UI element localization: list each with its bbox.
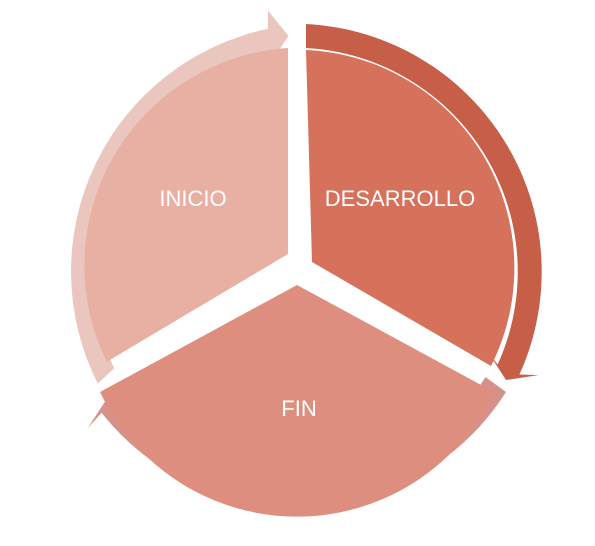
desarrollo-label: DESARROLLO	[325, 186, 475, 211]
desarrollo-arrow	[306, 24, 542, 380]
inicio-arrow	[71, 10, 289, 384]
desarrollo-segment	[306, 50, 515, 366]
inicio-segment	[84, 48, 289, 362]
inicio-label: INICIO	[159, 186, 226, 211]
fin-label: FIN	[281, 396, 316, 421]
fin-segment	[100, 285, 494, 517]
